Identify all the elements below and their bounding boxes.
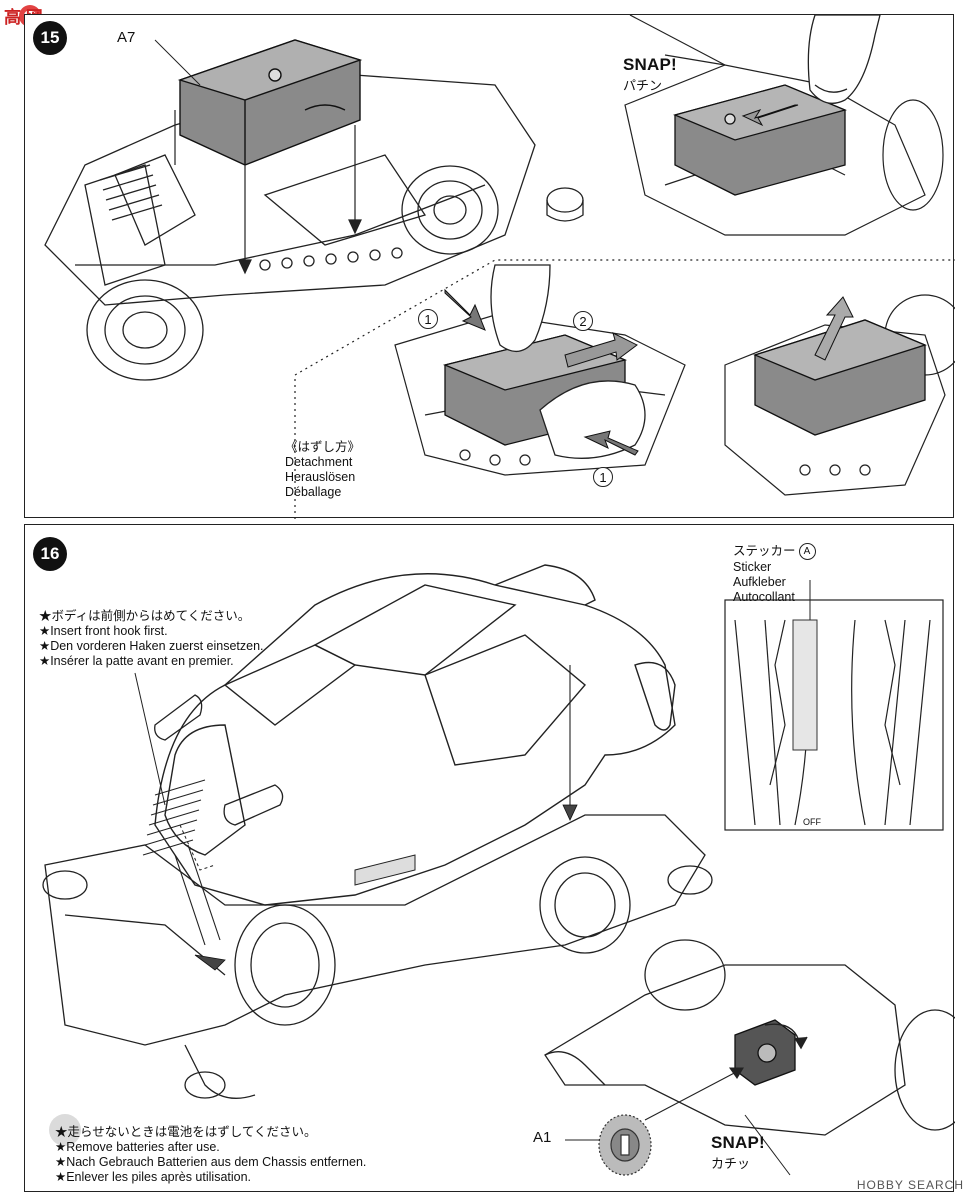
right-roller-16 [667, 865, 713, 895]
front-wheel-16 [234, 904, 336, 1026]
callout-1-top: 1 [418, 309, 438, 329]
rear-wheel-16 [539, 856, 631, 954]
step-number-15: 15 [33, 21, 67, 55]
switch-off-label: OFF [803, 817, 821, 827]
part-a7 [177, 39, 363, 166]
body-grille [142, 779, 206, 856]
step-number-16: 16 [33, 537, 67, 571]
detach-finger-1 [490, 264, 646, 459]
sticker-inset [724, 599, 944, 831]
callout-1-bottom: 1 [593, 467, 613, 487]
sticker-a-area [792, 619, 818, 751]
finger-top [807, 15, 881, 104]
snap-part-top [673, 84, 847, 196]
detachment-caption: 《はずし方》 Detachment Herauslösen Déballage [285, 440, 361, 499]
callout-2: 2 [573, 311, 593, 331]
snap-title-bottom: SNAP! [711, 1133, 765, 1152]
snap-title: SNAP! [623, 55, 677, 74]
main-chassis-outline [44, 74, 536, 306]
detach-arrows [444, 288, 639, 456]
wheel-right [401, 165, 499, 255]
sticker-mark-a: A [798, 543, 816, 560]
battery-notes: ★走らせないときは電池をはずしてください。 ★Remove batteries … [55, 1125, 367, 1184]
snap-leader-bottom [744, 1114, 791, 1176]
battery-cap-part [734, 1019, 796, 1086]
a1-arrow [644, 1067, 744, 1121]
insert-arrows-16 [194, 804, 578, 971]
left-roller-16 [42, 870, 88, 900]
snap-callout-bottom: SNAP! カチッ [711, 1133, 765, 1172]
rotate-arrow [764, 1023, 808, 1050]
snap-press-arrow [741, 104, 799, 127]
step-15-panel: 15 [24, 14, 955, 519]
chassis-lower [44, 814, 706, 1099]
motor-ribs [99, 164, 163, 221]
dotted-separator [294, 259, 955, 519]
front-wheel-left [86, 279, 204, 381]
note-leader-line [134, 672, 166, 806]
roller-right [546, 187, 584, 222]
step-15-illustration [44, 15, 955, 519]
part-a1 [598, 1114, 652, 1176]
wheels-16 [42, 856, 713, 1099]
lift-arrow [814, 296, 854, 361]
step-16-illustration [42, 564, 955, 1176]
chassis-label-plate [354, 854, 416, 886]
sticker-caption: ステッカー A Sticker Aufkleber Autocollant [733, 543, 816, 605]
dashed-hook [179, 824, 216, 871]
body-fit-notes: ★ボディは前側からはめてください。 ★Insert front hook fir… [39, 609, 264, 668]
snap-sub-jp: パチン [623, 78, 663, 93]
battery-inset-drawing [544, 939, 955, 1136]
part-label-a1: A1 [533, 1129, 552, 1146]
placement-arrows [174, 110, 362, 275]
headlights [154, 694, 284, 826]
snap-sub-jp-bottom: カチッ [711, 1156, 751, 1171]
detach-part-2 [753, 319, 927, 436]
watermark-bottom-right: HOBBY SEARCH [856, 1178, 964, 1192]
a7-leader-line [154, 39, 201, 86]
insert-lines-16 [174, 665, 571, 946]
step-16-panel: 16 [24, 524, 955, 1192]
part-label-a7: A7 [117, 29, 136, 46]
chassis-studs [259, 247, 403, 271]
car-body-shell [154, 564, 676, 906]
snap-callout-top: SNAP! パチン [623, 55, 677, 94]
notice-stamp [49, 1114, 81, 1146]
bottom-roller-16 [184, 1071, 226, 1099]
